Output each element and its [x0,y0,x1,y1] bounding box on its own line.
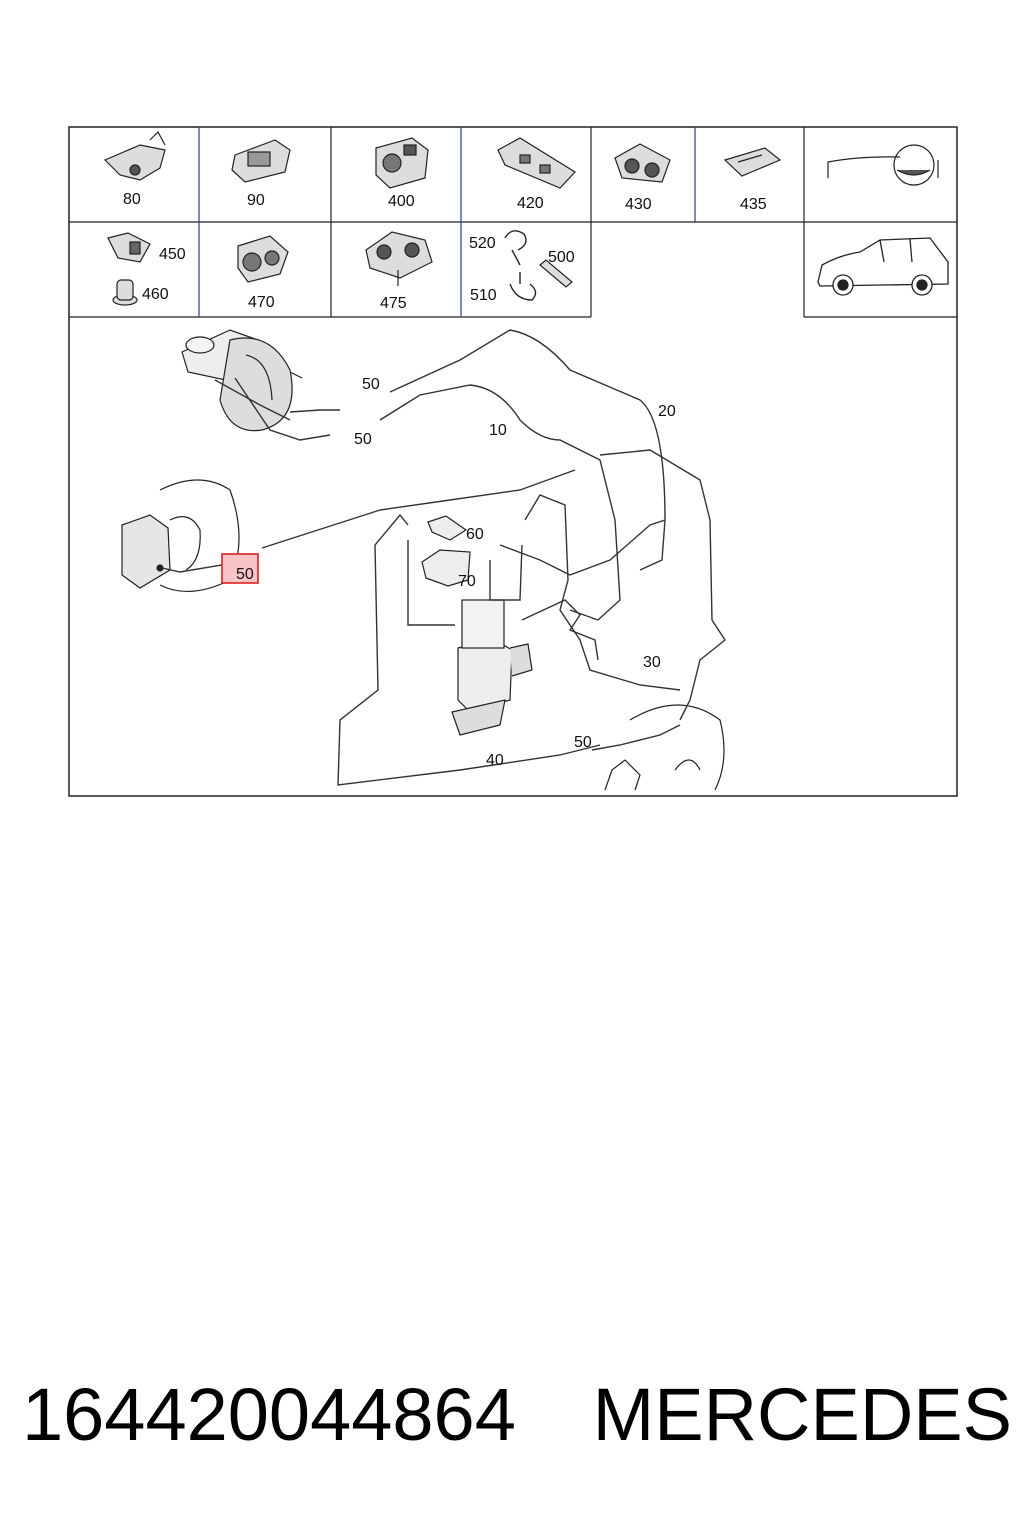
callout-30: 30 [643,654,661,671]
part-500-sleeve-icon[interactable] [539,259,573,288]
part-520-clamp-icon[interactable] [504,230,527,266]
brand-name: MERCEDES [592,1373,1012,1456]
bracket-70 [421,549,471,587]
bracket-60 [427,515,468,541]
part-470-holder-icon[interactable] [237,235,289,283]
part-435-clip-icon[interactable] [723,147,782,177]
car-top-view-icon [827,144,939,186]
brake-booster-master-cylinder [181,329,303,432]
callout-50-rear: 50 [574,734,592,751]
diagram-frame [68,126,958,797]
callout-20: 20 [658,403,676,420]
callout-70: 70 [458,573,476,590]
part-90-label: 90 [247,192,265,209]
part-400-label: 400 [388,193,415,210]
callout-40: 40 [486,752,504,769]
part-470-label: 470 [248,294,275,311]
brake-lines [161,329,726,786]
callout-50-booster: 50 [354,431,372,448]
part-510-clamp-icon[interactable] [509,272,537,301]
part-475-label: 475 [380,295,407,312]
caption: 164420044864 MERCEDES [22,1372,1012,1472]
brake-disc-rear [604,704,725,791]
part-520-label: 520 [469,235,496,252]
part-475-clip-icon[interactable] [365,231,433,286]
part-420-bracket-icon[interactable] [497,137,576,189]
part-number: 164420044864 [22,1373,516,1456]
callout-60: 60 [466,526,484,543]
callout-10: 10 [489,422,507,439]
callout-50-highlight[interactable]: 50 [236,566,254,583]
part-450-label: 450 [159,246,186,263]
part-430-clip-icon[interactable] [614,143,671,183]
part-460-label: 460 [142,286,169,303]
part-500-label: 500 [548,249,575,266]
part-435-label: 435 [740,196,767,213]
brake-disc-front-left [121,479,240,593]
part-80-label: 80 [123,191,141,208]
parts-grid [69,127,957,318]
part-430-label: 430 [625,196,652,213]
part-450-clip-icon[interactable] [107,232,151,263]
car-side-view-icon [817,237,949,296]
part-510-label: 510 [470,287,497,304]
part-420-label: 420 [517,195,544,212]
part-460-rivet-icon[interactable] [112,279,138,306]
part-90-clip-icon[interactable] [231,139,291,183]
highlighted-part-50-box[interactable] [221,553,259,584]
abs-hydraulic-unit [451,599,533,736]
part-400-holder-icon[interactable] [375,137,429,189]
part-80-clip-icon[interactable] [103,131,166,181]
callout-50-top: 50 [362,376,380,393]
